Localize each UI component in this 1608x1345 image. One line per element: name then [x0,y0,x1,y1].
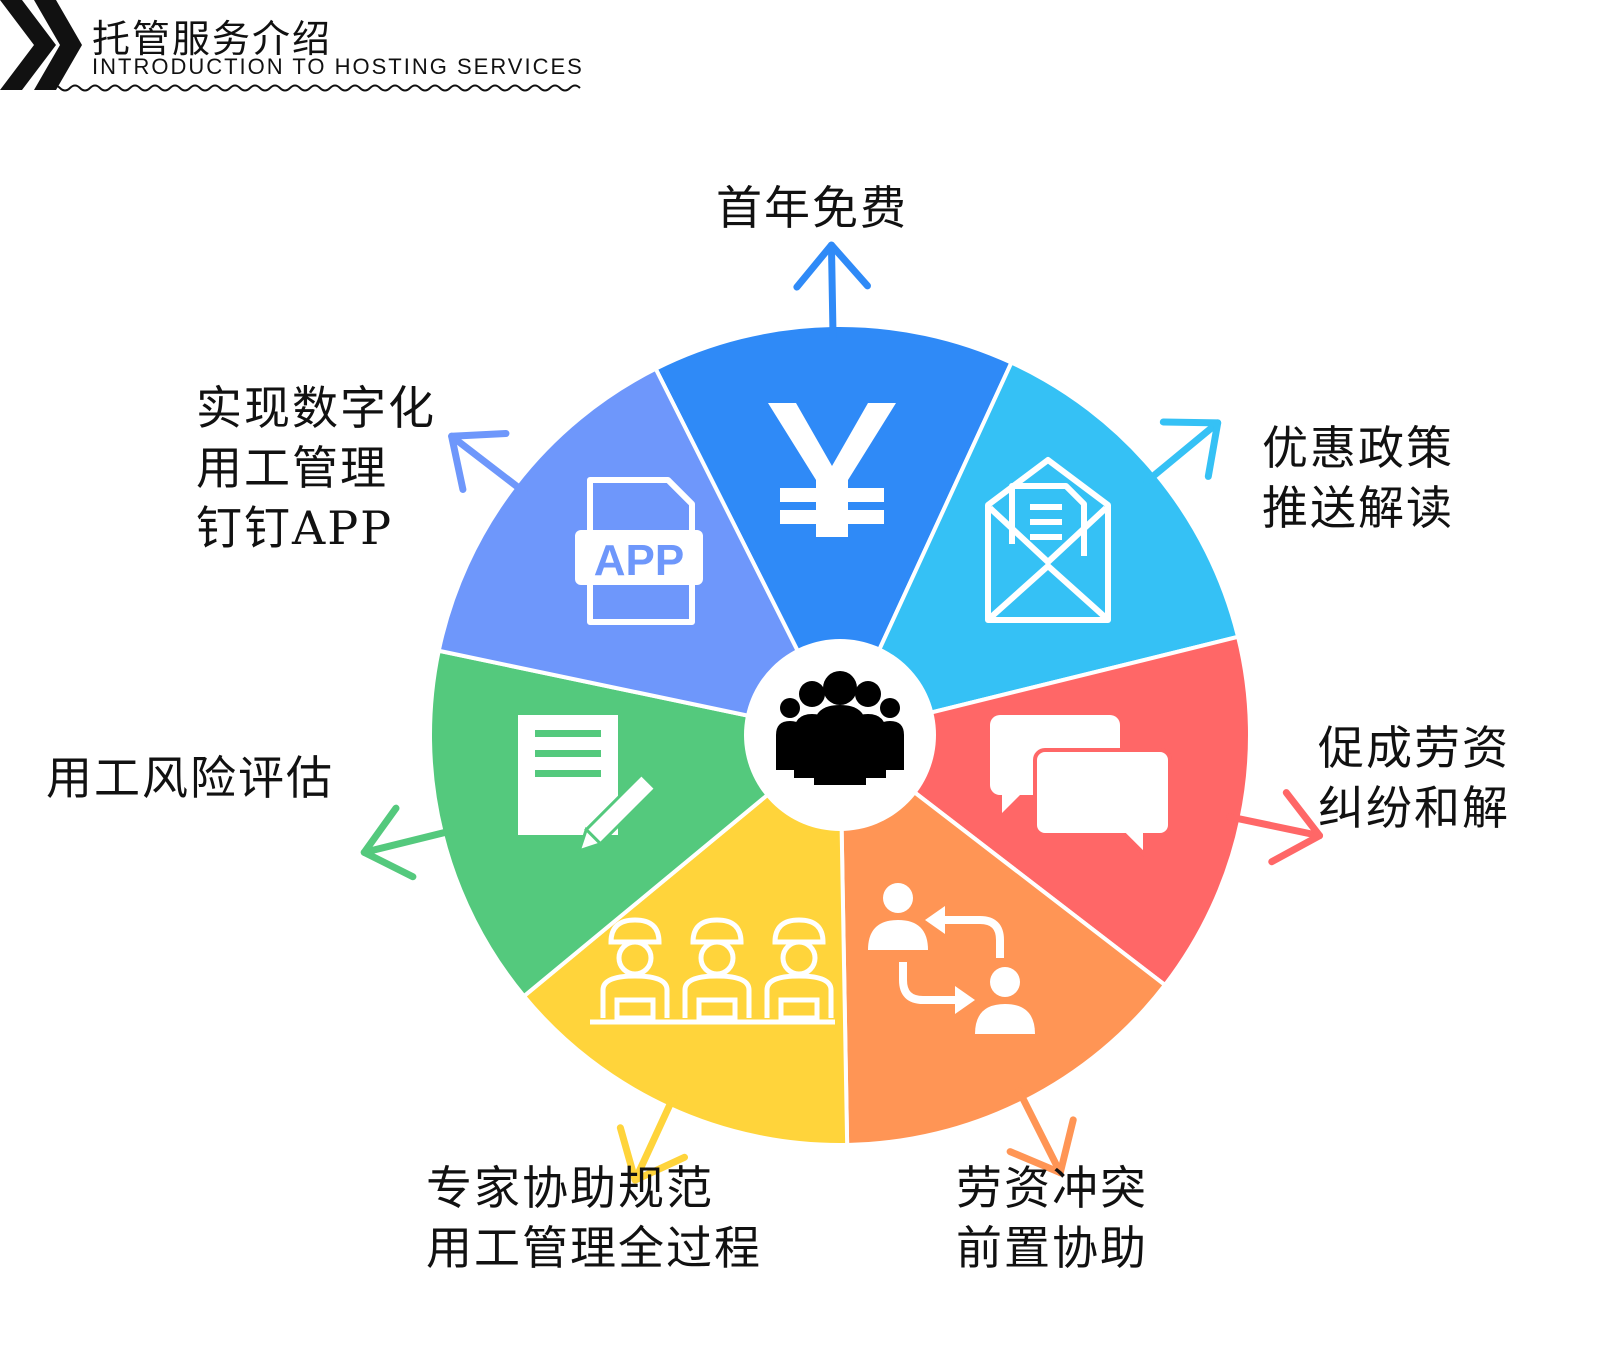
page-title: 托管服务介绍 [92,17,333,61]
arrow-policy [1143,418,1222,485]
label-expert: 专家协助规范 用工管理全过程 [426,1161,762,1275]
double-chevron-icon [0,0,82,90]
page-subtitle: INTRODUCTION TO HOSTING SERVICES [92,54,584,79]
header-decoration [0,0,581,92]
arrow-conflict [1006,1087,1077,1177]
arrow-risk [360,804,458,881]
label-risk: 用工风险评估 [46,751,334,805]
arrow-free [793,241,871,341]
people-exchange-icon [868,883,1035,1034]
app-icon-text: APP [594,536,684,585]
chat-bubbles-icon [990,715,1172,860]
wavy-underline [49,84,581,92]
label-digital: 实现数字化 用工管理 钉钉APP [196,381,436,555]
label-dispute: 促成劳资 纠纷和解 [1318,721,1510,835]
app-file-icon: APP [575,477,703,625]
label-free: 首年免费 [716,181,908,235]
workers-group-icon [590,917,835,1025]
arrow-expert [616,1093,689,1184]
yen-icon [768,403,896,537]
label-conflict: 劳资冲突 前置协助 [956,1161,1148,1275]
arrow-dispute [1226,789,1324,866]
group-people-icon [776,671,904,785]
arrow-digital [448,429,529,496]
label-policy: 优惠政策 推送解读 [1262,421,1454,535]
document-pen-icon [518,715,658,854]
envelope-letter-icon [985,457,1111,623]
